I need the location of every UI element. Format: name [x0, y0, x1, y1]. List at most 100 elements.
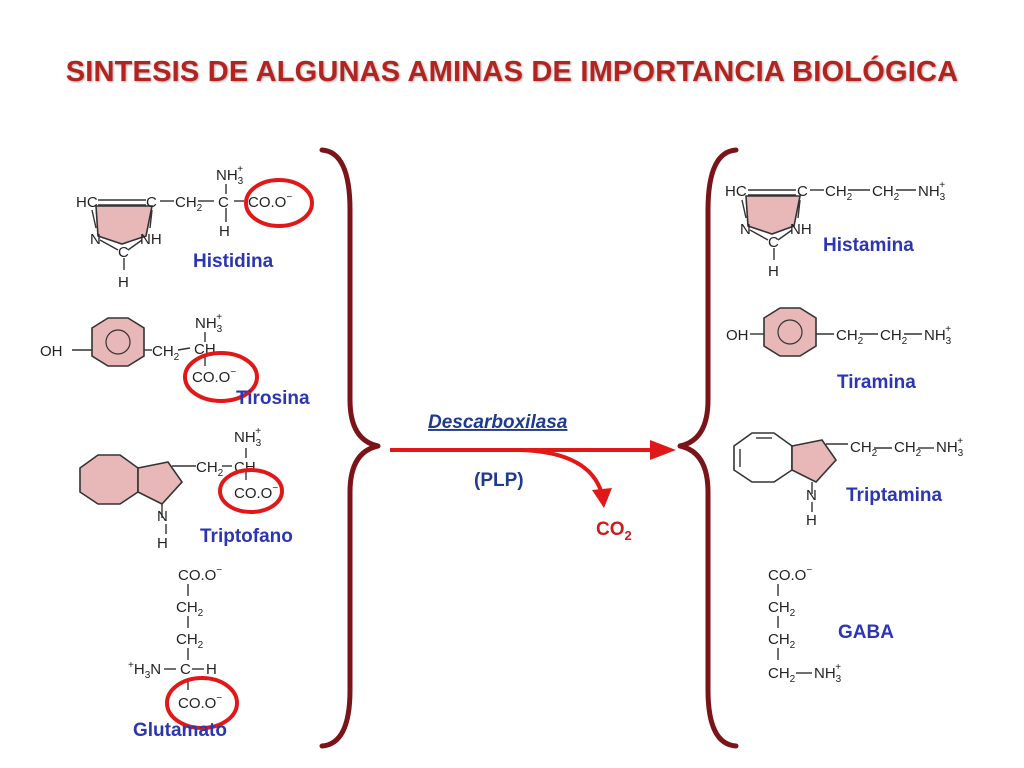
ch2-group: CH	[825, 183, 847, 200]
hydroxyl-group: OH	[40, 343, 63, 360]
carboxyl-group: CO.O	[178, 695, 216, 712]
subscript: 2	[198, 640, 204, 651]
carboxyl-group: CO.O	[178, 567, 216, 584]
c-atom: C	[768, 234, 779, 251]
hydroxyl-group: OH	[726, 327, 749, 344]
ch2-group: CH	[894, 439, 916, 456]
h-atom: H	[205, 341, 216, 358]
glutamate-structure: CO.O− CH2 CH2 +H3N C H CO.O−	[128, 565, 239, 730]
subscript: 2	[174, 352, 180, 363]
subscript: 2	[790, 640, 796, 651]
subscript: 2	[916, 448, 922, 459]
ch2-group: CH	[176, 599, 198, 616]
amino-group: NH	[195, 315, 217, 332]
charge: +	[216, 312, 222, 323]
ch2-group: CH	[175, 194, 197, 211]
triptofano-label: Triptofano	[200, 526, 293, 547]
amino-n: N	[150, 661, 161, 678]
subscript: 3	[836, 674, 842, 685]
subscript: 2	[197, 203, 203, 214]
svg-text:CH2: CH2	[176, 631, 204, 651]
charge: +	[835, 662, 841, 673]
svg-text:NH3+: NH3+	[924, 324, 952, 347]
ch2-group: CH	[768, 665, 790, 682]
gaba-label: GABA	[838, 622, 894, 643]
svg-text:CH2: CH2	[768, 665, 796, 685]
svg-text:NH3+: NH3+	[918, 180, 946, 203]
svg-text:CH2: CH2	[825, 183, 853, 203]
h-atom: H	[157, 535, 168, 552]
subscript: 2	[858, 336, 864, 347]
svg-text:NH3+: NH3+	[195, 312, 223, 335]
ch2-group: CH	[880, 327, 902, 344]
charge: +	[128, 660, 134, 671]
co2-subscript: 2	[625, 528, 632, 543]
svg-text:CH2: CH2	[196, 459, 224, 479]
hc-atom: HC	[76, 194, 98, 211]
svg-text:CH2: CH2	[850, 439, 878, 459]
svg-text:CH2: CH2	[176, 599, 204, 619]
histidine-structure: HC C N NH C H CH2 C NH3+ H CO.O−	[76, 164, 314, 291]
c-atom: C	[194, 341, 205, 358]
charge: −	[216, 693, 222, 704]
h-atom: H	[219, 223, 230, 240]
svg-text:CH: CH	[194, 341, 216, 358]
svg-text:CH2: CH2	[872, 183, 900, 203]
page-title: SINTESIS DE ALGUNAS AMINAS DE IMPORTANCI…	[65, 56, 959, 88]
svg-text:NH3+: NH3+	[216, 164, 244, 187]
svg-text:CH2: CH2	[152, 343, 180, 363]
h-atom: H	[118, 274, 129, 291]
carboxyl-group: CO.O	[192, 369, 230, 386]
subscript: 3	[256, 438, 262, 449]
c-atom: C	[118, 244, 129, 261]
nh-atom: NH	[140, 231, 162, 248]
co2-text: CO	[596, 519, 625, 540]
carboxyl-group: CO.O	[768, 567, 806, 584]
c-atom: C	[218, 194, 229, 211]
left-brace	[319, 147, 381, 749]
imidazole-ring-fill	[95, 205, 153, 245]
indole-benzene-ring	[79, 454, 139, 505]
svg-text:CO.O−: CO.O−	[178, 565, 222, 584]
svg-text:+H3N: +H3N	[128, 660, 161, 681]
ch2-group: CH	[872, 183, 894, 200]
subscript: 2	[894, 192, 900, 203]
tyrosine-structure: OH CH2 CH NH3+ CO.O−	[40, 312, 259, 403]
subscript: 2	[218, 468, 224, 479]
carboxyl-highlight-circle	[165, 676, 239, 730]
ch2-group: CH	[768, 631, 790, 648]
amino-group: NH	[918, 183, 940, 200]
svg-text:CO.O−: CO.O−	[178, 693, 222, 712]
ch2-group: CH	[176, 631, 198, 648]
svg-text:CH2: CH2	[880, 327, 908, 347]
tryptamine-structure: N H CH2 CH2 NH3+	[733, 432, 964, 529]
tyramine-structure: OH CH2 CH2 NH3+	[726, 307, 952, 357]
svg-text:CH2: CH2	[836, 327, 864, 347]
histamine-structure: HC C N NH C H CH2 CH2 NH3+	[725, 180, 946, 280]
h-atom: H	[768, 263, 779, 280]
ch2-group: CH	[768, 599, 790, 616]
svg-text:CH2: CH2	[175, 194, 203, 214]
ch2-group: CH	[152, 343, 174, 360]
benzene-ring	[763, 307, 817, 357]
charge: −	[272, 483, 278, 494]
carboxyl-highlight-circle	[244, 178, 314, 228]
n-atom: N	[740, 221, 751, 238]
subscript: 2	[198, 608, 204, 619]
h-atom: H	[206, 661, 217, 678]
subscript: 3	[958, 448, 964, 459]
subscript: 3	[217, 324, 223, 335]
svg-text:NH3+: NH3+	[234, 426, 262, 449]
svg-text:CO.O−: CO.O−	[234, 483, 278, 502]
svg-text:CH2: CH2	[768, 599, 796, 619]
histidina-label: Histidina	[193, 251, 274, 272]
svg-text:CH: CH	[234, 459, 256, 476]
reaction-arrow	[390, 440, 676, 508]
svg-text:CH2: CH2	[768, 631, 796, 651]
c-atom: C	[180, 661, 191, 678]
ch2-group: CH	[850, 439, 872, 456]
svg-text:CH2: CH2	[894, 439, 922, 459]
nh-atom: NH	[790, 221, 812, 238]
amino-group: NH	[216, 167, 238, 184]
